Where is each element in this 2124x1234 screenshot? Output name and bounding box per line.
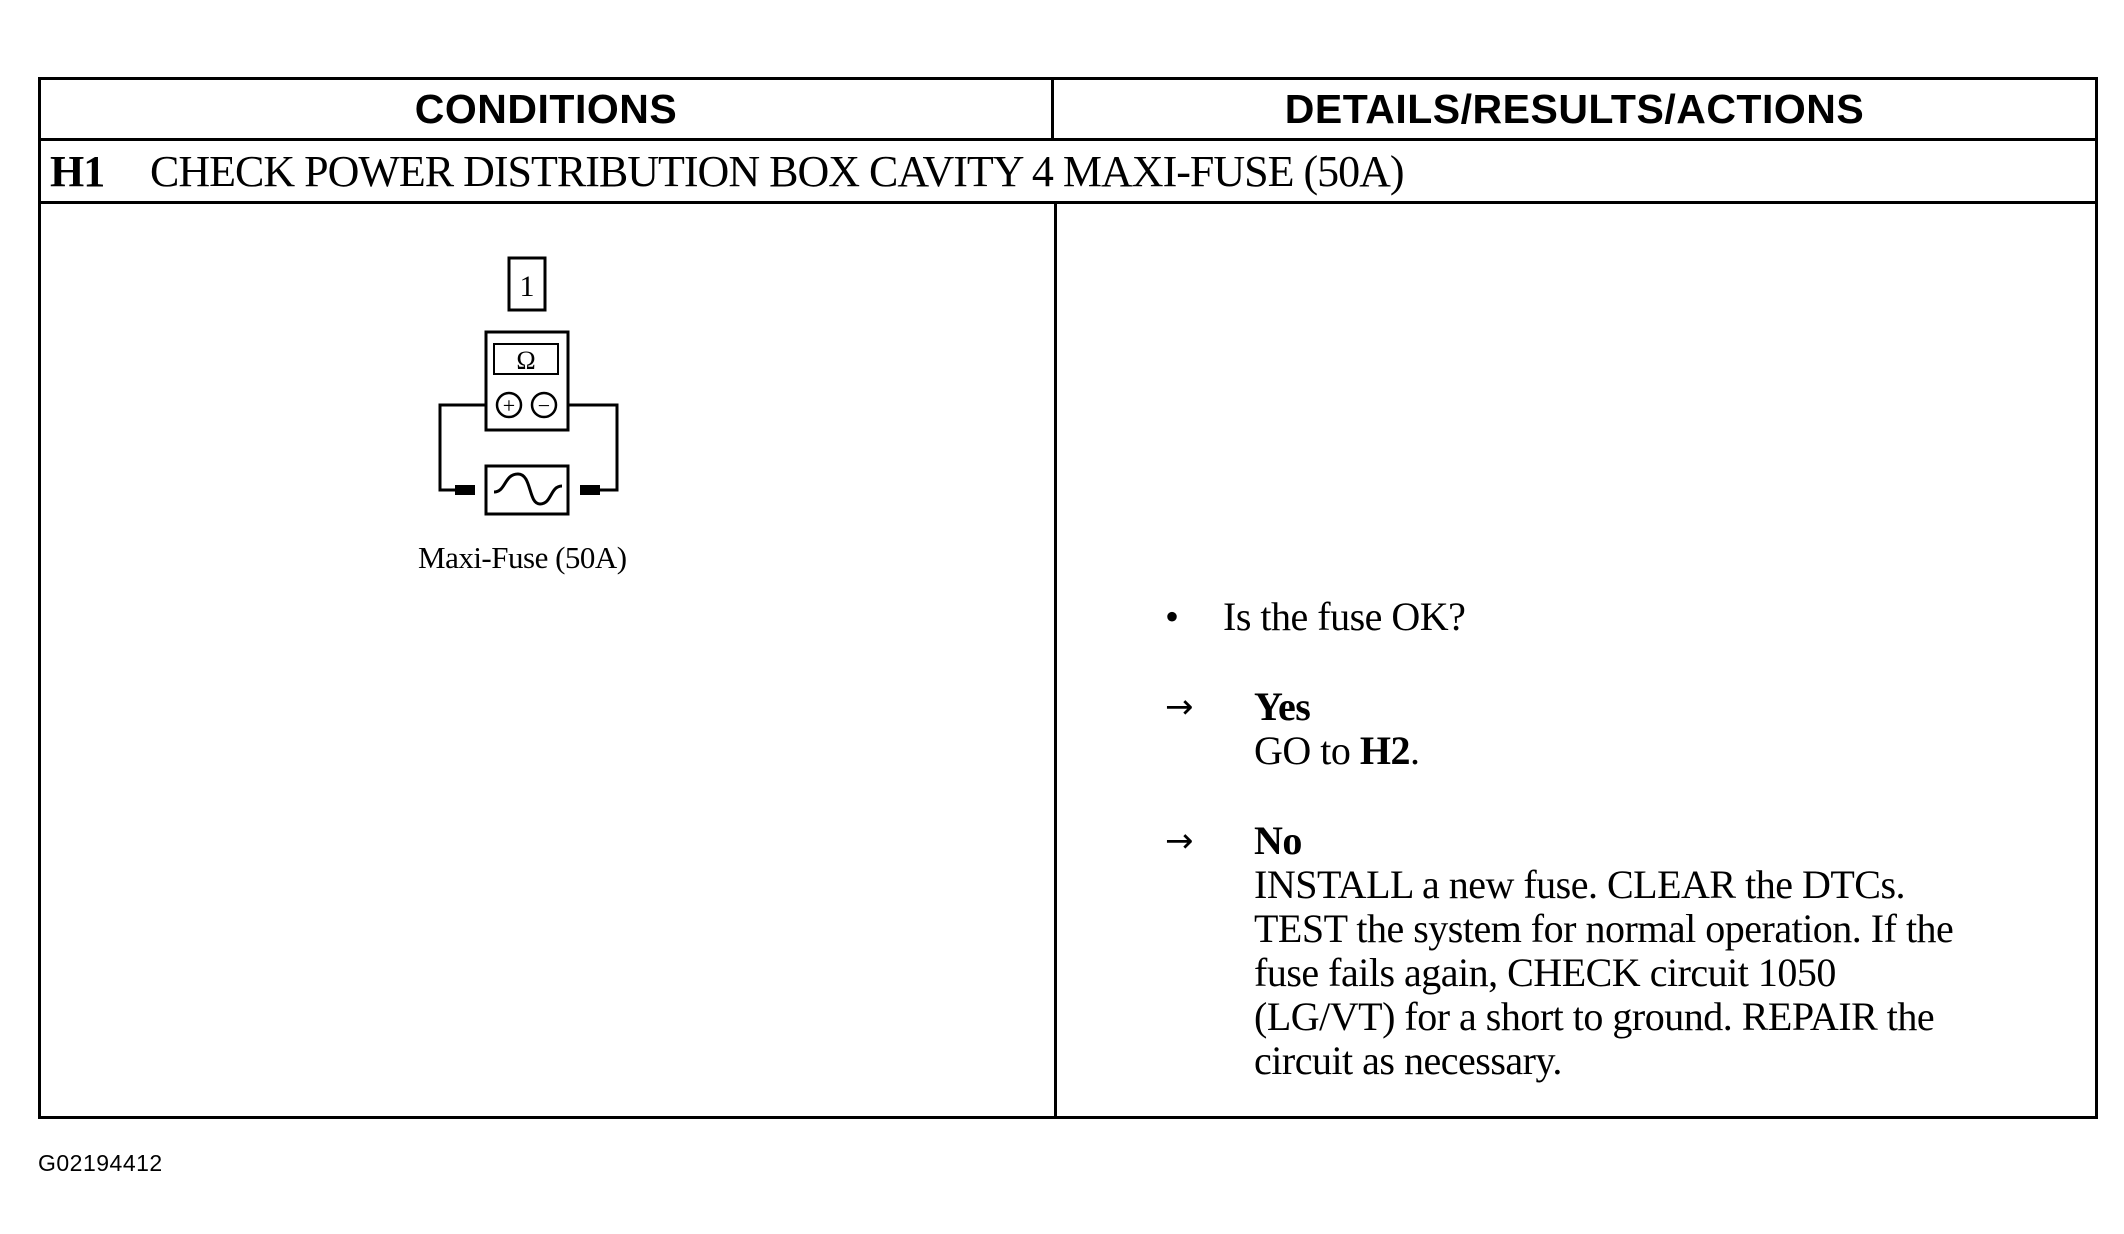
- yes-text: GO to H2.: [1254, 729, 2085, 773]
- negative-sign: −: [538, 393, 550, 418]
- branch-yes: → Yes GO to H2.: [1165, 685, 2085, 773]
- actions-panel: • Is the fuse OK? → Yes GO to H2. → No I…: [1165, 595, 2085, 1083]
- maxi-fuse-icon: [455, 464, 600, 516]
- positive-terminal-icon: [495, 391, 523, 419]
- header-divider: [1051, 80, 1054, 138]
- column-header-details: DETAILS/RESULTS/ACTIONS: [1284, 85, 1865, 132]
- question-text: Is the fuse OK?: [1223, 594, 1466, 639]
- body-divider: [1054, 204, 1057, 1116]
- right-arrow-icon: →: [1165, 821, 1194, 861]
- header-rule: [41, 138, 2095, 141]
- ohmmeter-icon: Ω + −: [484, 330, 570, 432]
- yes-goto-step: H2: [1359, 728, 1411, 773]
- right-arrow-icon: →: [1165, 687, 1194, 727]
- test-leads: [438, 403, 619, 492]
- no-label: No: [1254, 818, 1302, 863]
- column-header-conditions: CONDITIONS: [414, 85, 678, 132]
- step-id: H1: [50, 146, 105, 196]
- ohm-symbol: Ω: [516, 346, 535, 375]
- yes-label: Yes: [1254, 684, 1311, 729]
- negative-terminal-icon: [530, 391, 558, 419]
- step-row: H1 CHECK POWER DISTRIBUTION BOX CAVITY 4…: [41, 141, 2095, 201]
- yes-text-suffix: .: [1410, 728, 1420, 773]
- fuse-caption: Maxi-Fuse (50A): [418, 540, 627, 575]
- step-number: 1: [520, 270, 535, 303]
- procedure-table: CONDITIONS DETAILS/RESULTS/ACTIONS H1 CH…: [38, 77, 2098, 1119]
- step-number-box: 1: [507, 256, 547, 312]
- no-text: INSTALL a new fuse. CLEAR the DTCs. TEST…: [1254, 862, 1954, 1083]
- branch-no: → No INSTALL a new fuse. CLEAR the DTCs.…: [1165, 819, 2085, 1083]
- yes-text-prefix: GO to: [1254, 728, 1360, 773]
- figure-code: G02194412: [38, 1150, 163, 1176]
- step-rule: [41, 201, 2095, 204]
- step-title: CHECK POWER DISTRIBUTION BOX CAVITY 4 MA…: [150, 146, 1405, 196]
- positive-sign: +: [503, 393, 515, 418]
- bullet: •: [1165, 594, 1179, 639]
- question: • Is the fuse OK?: [1165, 595, 2085, 639]
